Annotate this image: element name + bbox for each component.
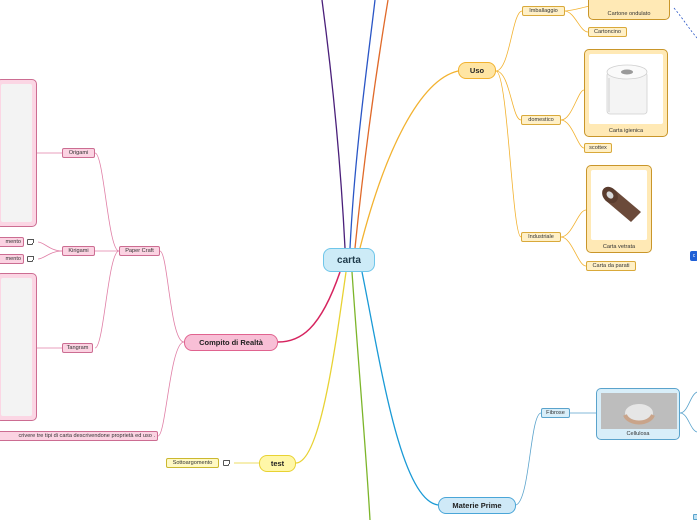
origami-image bbox=[1, 84, 32, 222]
subtopic-carta-da-parati[interactable]: Carta da parati bbox=[586, 261, 636, 271]
branch-line-green bbox=[352, 272, 370, 520]
image-card-cellulosa[interactable]: Cellulosa bbox=[596, 388, 680, 440]
image-card-tangram[interactable] bbox=[0, 273, 37, 421]
subtopic-argomento-2[interactable]: mento bbox=[0, 254, 24, 264]
link-icon[interactable] bbox=[27, 239, 33, 245]
sandpaper-roll-icon bbox=[591, 170, 649, 240]
central-topic[interactable]: carta bbox=[323, 248, 375, 272]
branch-line-materie bbox=[362, 272, 438, 505]
topic-uso-label: Uso bbox=[470, 66, 484, 75]
sandpaper-image bbox=[591, 170, 647, 240]
cartone-caption: Cartone ondulato bbox=[589, 11, 669, 17]
branch-line-test bbox=[296, 272, 346, 463]
link-icon[interactable] bbox=[27, 256, 33, 262]
cellulose-hands-icon bbox=[601, 393, 677, 429]
image-card-carta-vetrata[interactable]: Carta vetrata bbox=[586, 165, 652, 253]
topic-uso[interactable]: Uso bbox=[458, 62, 496, 79]
subtopic-domestico-label: domestico bbox=[528, 117, 554, 123]
collapse-toggle-icon[interactable] bbox=[693, 514, 697, 520]
subtopic-descrivere-label: crivere tre tipi di carta descrivendone … bbox=[19, 433, 156, 439]
tangram-image bbox=[1, 278, 32, 416]
topic-compito-label: Compito di Realtà bbox=[199, 338, 263, 347]
subtopic-sottoargomento[interactable]: Sottoargomento bbox=[166, 458, 219, 468]
subtopic-argomento-1[interactable]: mento bbox=[0, 237, 24, 247]
link-icon[interactable] bbox=[223, 460, 229, 466]
subtopic-paper-craft-label: Paper Craft bbox=[125, 248, 154, 254]
subtopic-tangram[interactable]: Tangram bbox=[62, 343, 93, 353]
subtopic-scottex[interactable]: scottex bbox=[584, 143, 612, 153]
branch-line-compito bbox=[278, 272, 340, 342]
image-card-carta-igienica[interactable]: Carta igienica bbox=[584, 49, 668, 137]
subtopic-cartoncino-label: Cartoncino bbox=[594, 29, 621, 35]
subtopic-origami-label: Origami bbox=[69, 150, 89, 156]
image-card-origami[interactable] bbox=[0, 79, 37, 227]
cartone-image bbox=[593, 0, 665, 7]
subtopic-paper-craft[interactable]: Paper Craft bbox=[119, 246, 160, 256]
subtopic-scottex-label: scottex bbox=[589, 145, 607, 151]
subtopic-kirigami-label: Kirigami bbox=[68, 248, 88, 254]
branch-line-purple bbox=[322, 0, 345, 248]
subtopic-cartoncino[interactable]: Cartoncino bbox=[588, 27, 627, 37]
subtopic-tangram-label: Tangram bbox=[67, 345, 89, 351]
subtopic-sottoargomento-label: Sottoargomento bbox=[173, 460, 213, 466]
topic-compito-di-realta[interactable]: Compito di Realtà bbox=[184, 334, 278, 351]
topic-test-label: test bbox=[271, 459, 284, 468]
subtopic-fibrose[interactable]: Fibrose bbox=[541, 408, 570, 418]
carta-igienica-caption: Carta igienica bbox=[585, 128, 667, 134]
topic-materie-label: Materie Prime bbox=[452, 501, 501, 510]
topic-test[interactable]: test bbox=[259, 455, 296, 472]
cellulosa-caption: Cellulosa bbox=[597, 431, 679, 437]
branch-line-uso bbox=[360, 71, 458, 248]
collapsed-topic-indicator[interactable]: c bbox=[690, 251, 697, 261]
subtopic-carta-da-parati-label: Carta da parati bbox=[592, 263, 629, 269]
topic-materie-prime[interactable]: Materie Prime bbox=[438, 497, 516, 514]
subtopic-industriale[interactable]: Industriale bbox=[521, 232, 561, 242]
toilet-paper-image bbox=[589, 54, 663, 124]
subtopic-domestico[interactable]: domestico bbox=[521, 115, 561, 125]
image-card-cartone-ondulato[interactable]: Cartone ondulato bbox=[588, 0, 670, 20]
subtopic-imballaggio[interactable]: Imballaggio bbox=[522, 6, 565, 16]
subtopic-argomento-1-label: mento bbox=[5, 239, 21, 245]
subtopic-fibrose-label: Fibrose bbox=[546, 410, 565, 416]
subtopic-descrivere[interactable]: crivere tre tipi di carta descrivendone … bbox=[0, 431, 158, 441]
collapsed-topic-label: c bbox=[693, 253, 696, 259]
subtopic-origami[interactable]: Origami bbox=[62, 148, 95, 158]
subtopic-argomento-2-label: mento bbox=[5, 256, 21, 262]
central-topic-label: carta bbox=[337, 255, 361, 266]
relationship-dashed-line bbox=[674, 8, 697, 38]
subtopic-industriale-label: Industriale bbox=[528, 234, 554, 240]
branch-line-blue bbox=[350, 0, 375, 248]
carta-vetrata-caption: Carta vetrata bbox=[587, 244, 651, 250]
subtopic-kirigami[interactable]: Kirigami bbox=[62, 246, 95, 256]
toilet-paper-roll-icon bbox=[589, 54, 665, 124]
cellulose-image bbox=[601, 393, 675, 429]
subtopic-imballaggio-label: Imballaggio bbox=[529, 8, 558, 14]
